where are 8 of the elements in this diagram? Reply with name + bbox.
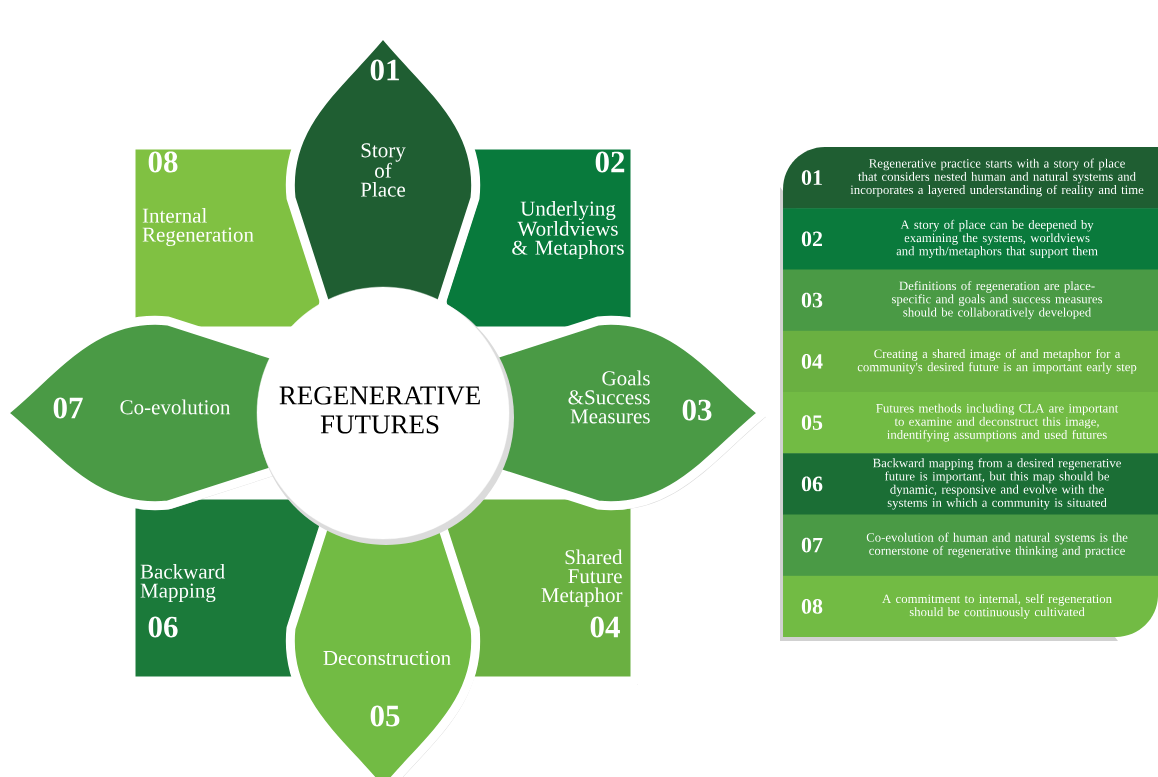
table-row: 05 Futures methods including CLA are important to examine and deconstruct this image, indentifying assumptions and used futures bbox=[783, 392, 1158, 454]
table-row: 06 Backward mapping from a desired regenerative future is important, but this map should be dynamic, responsive and evolve with the systems in which a community is situated bbox=[783, 453, 1158, 515]
table-row: 04 Creating a shared image of and metaphor for a community's desired future is an important early step bbox=[783, 330, 1158, 393]
table-row: 07 Co-evolution of human and natural systems is the cornerstone of regenerative thinking and practice bbox=[783, 514, 1158, 577]
table-row: 03 Definitions of regeneration are place-specific and goals and success measures should be collaboratively developed bbox=[783, 269, 1158, 332]
table-row: 01 Regenerative practice starts with a story of place that considers nested human and natural systems and incorporates a layered understanding of reality and time bbox=[783, 147, 1158, 209]
table-row: 02 A story of place can be deepened by examining the systems, worldviews and myth/metaphors that support them bbox=[783, 208, 1158, 270]
table-row: 08 A commitment to internal, self regeneration should be continuously cultivated bbox=[783, 575, 1158, 637]
